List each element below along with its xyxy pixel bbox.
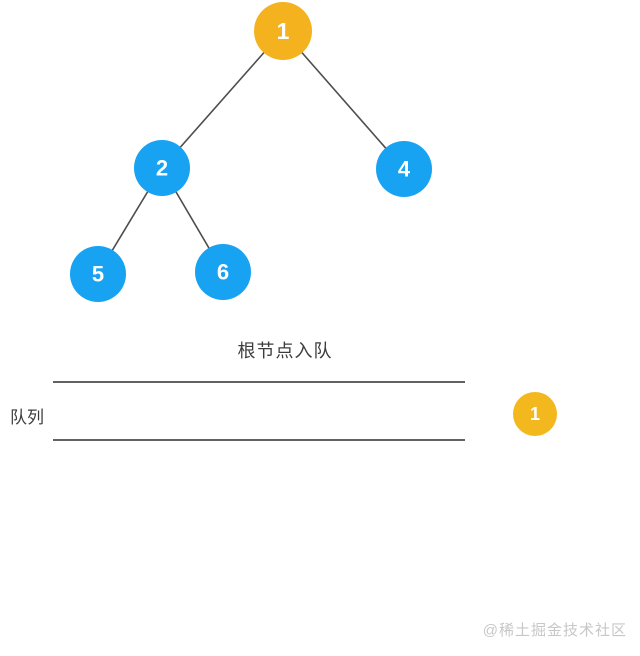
tree-node-label: 4 [398, 157, 411, 182]
tree-node-4: 4 [376, 141, 432, 197]
tree-node-label: 5 [92, 262, 104, 287]
tree-edge-1-4 [282, 30, 405, 170]
tree-node-label: 2 [156, 156, 168, 181]
tree-node-5: 5 [70, 246, 126, 302]
tree-edge-1-2 [161, 30, 284, 169]
tree-node-2: 2 [134, 140, 190, 196]
queue-item-label: 1 [530, 404, 540, 424]
tree-node-label: 6 [217, 260, 229, 285]
tree-node-1: 1 [254, 2, 312, 60]
watermark-text: @稀土掘金技术社区 [482, 622, 627, 639]
queue-label: 队列 [10, 408, 44, 427]
tree-node-6: 6 [195, 244, 251, 300]
queue-item-1: 1 [513, 392, 557, 436]
queue-step-caption: 根节点入队 [237, 341, 333, 361]
tree-node-label: 1 [277, 18, 290, 44]
